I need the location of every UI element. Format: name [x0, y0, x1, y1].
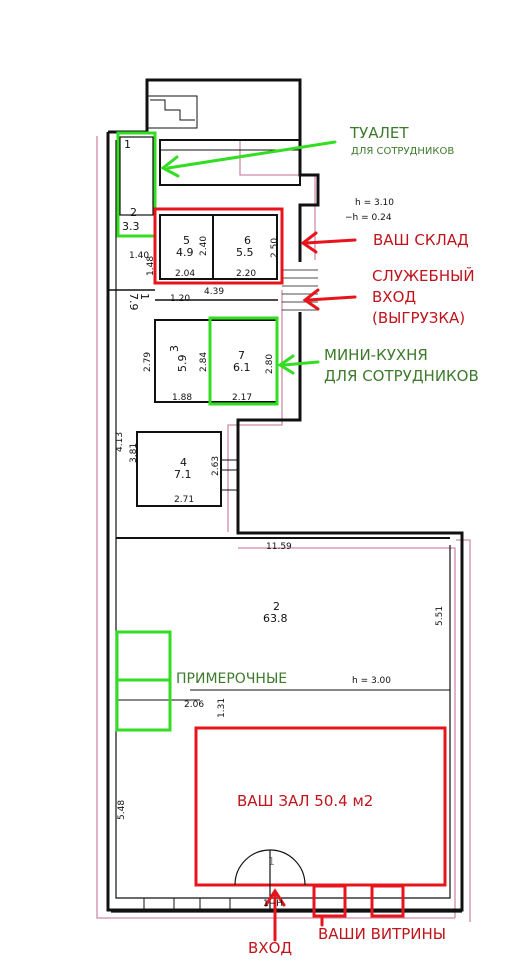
dim-439: 4.39: [204, 287, 224, 297]
warehouse-label: ВАШ СКЛАД: [373, 231, 469, 249]
toilet-highlight: [116, 131, 157, 238]
room-1s-number: 1: [124, 138, 131, 151]
room-2s-number: 2: [130, 206, 137, 219]
dim-140: 1.40: [129, 251, 149, 261]
dim-1159: 11.59: [266, 542, 292, 552]
kitchen-highlight: [208, 316, 279, 406]
dim-120: 1.20: [170, 294, 190, 304]
room-4: [136, 431, 222, 507]
room-4-area: 7.1: [174, 468, 192, 481]
showcases-label: ВАШИ ВИТРИНЫ: [318, 925, 447, 943]
arrows: [160, 140, 357, 942]
dim-551: 5.51: [435, 606, 445, 626]
room-6-number: 6: [244, 234, 251, 247]
room-4-vents: [221, 459, 238, 491]
dim-284: 2.84: [199, 352, 209, 372]
dim-188: 1.88: [172, 393, 192, 403]
room-6-area: 5.5: [236, 246, 254, 259]
dim-280: 2.80: [265, 354, 275, 374]
fitting-room-1: [115, 630, 172, 682]
dim-148: 1.48: [146, 256, 156, 276]
corridor-number: 1: [138, 293, 151, 300]
height-top: h = 3.10: [355, 198, 394, 208]
entrance-label: ВХОД: [248, 939, 293, 957]
service-entry-line1: СЛУЖЕБНЫЙ: [372, 267, 475, 285]
height-main: h = 3.00: [352, 676, 391, 686]
dim-250: 2.50: [270, 238, 280, 258]
outer-walls: [106, 78, 464, 912]
kitchen-line2: ДЛЯ СОТРУДНИКОВ: [324, 367, 479, 385]
stairs: [146, 79, 301, 186]
room-5-area: 4.9: [176, 246, 194, 259]
hall-label: ВАШ ЗАЛ 50.4 м2: [237, 792, 374, 810]
dim-240: 2.40: [199, 236, 209, 256]
dim-279: 2.79: [143, 352, 153, 372]
toilet-walls: [119, 136, 154, 216]
windows: [143, 897, 231, 913]
room-1-number: 1: [268, 855, 275, 868]
dim-413: 4.13: [115, 432, 125, 452]
room-7-number: 7: [238, 349, 245, 362]
room-6: [212, 214, 278, 280]
room-7-area: 6.1: [233, 361, 251, 374]
room-2-number: 2: [273, 600, 280, 613]
dim-220: 2.20: [236, 269, 256, 279]
toilet-label: ТУАЛЕТ: [350, 124, 409, 142]
corridor-area: 7.9: [127, 293, 140, 311]
showcases: [312, 884, 405, 918]
room-4-number: 4: [180, 456, 187, 469]
room-3-number: 3: [168, 345, 181, 352]
room-5-number: 5: [183, 234, 190, 247]
warehouse-highlight: [153, 207, 284, 285]
room-3-area: 5.9: [176, 355, 189, 373]
dim-263: 2.63: [211, 456, 221, 476]
height-negative: −h = 0.24: [345, 213, 392, 223]
dim-548: 5.48: [117, 800, 127, 820]
fitting-rooms-label: ПРИМЕРОЧНЫЕ: [176, 671, 288, 687]
service-entry-line2: ВХОД: [372, 288, 417, 306]
toilet-sublabel: ДЛЯ СОТРУДНИКОВ: [351, 146, 455, 157]
dim-217: 2.17: [232, 393, 252, 403]
kitchen-line1: МИНИ-КУХНЯ: [324, 346, 428, 364]
room-2s-area: 3.3: [122, 220, 140, 233]
corridor-walls: [108, 289, 278, 301]
dim-1h: 1−Н: [263, 899, 283, 909]
dim-206: 2.06: [184, 700, 204, 710]
room-2-area: 63.8: [263, 612, 288, 625]
dim-131: 1.31: [217, 698, 227, 718]
dim-204: 2.04: [175, 269, 195, 279]
dim-381: 3.81: [129, 443, 139, 463]
dim-271: 2.71: [174, 495, 194, 505]
service-entry-line3: (ВЫГРУЗКА): [372, 309, 466, 327]
fitting-room-2: [115, 678, 172, 732]
